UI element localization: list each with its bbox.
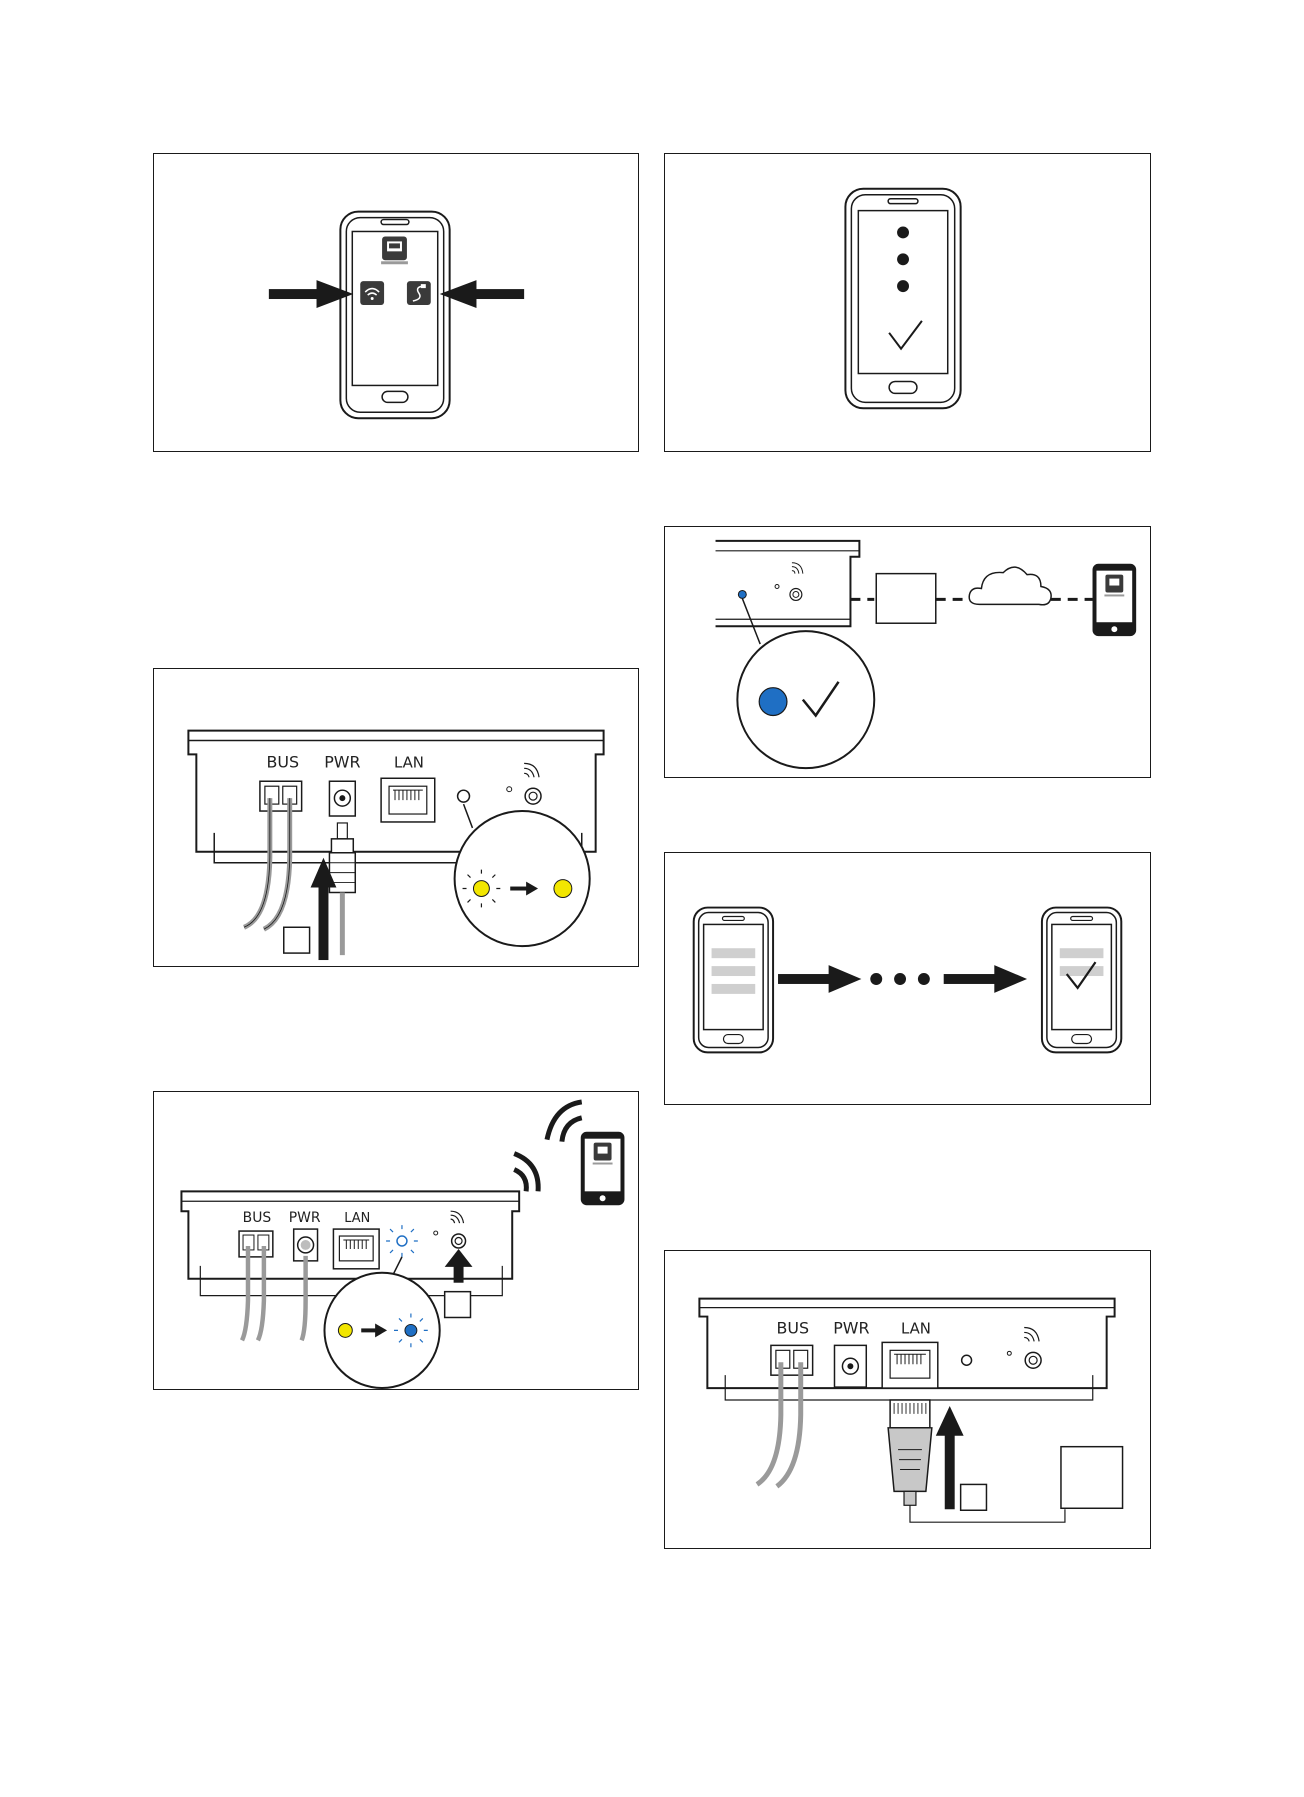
panel-lan-connect: BUS PWR LAN bbox=[664, 1250, 1151, 1549]
lan-port bbox=[333, 1229, 379, 1269]
smartphone-icon bbox=[1093, 564, 1137, 636]
lan-cable-icon[interactable] bbox=[407, 281, 431, 305]
power-socket bbox=[294, 1229, 318, 1340]
panel-wifi-pairing: BUS PWR LAN bbox=[153, 1091, 639, 1390]
bus-port bbox=[260, 781, 302, 811]
app-icon bbox=[381, 236, 408, 264]
led-icon bbox=[458, 790, 470, 802]
dot-icon bbox=[918, 973, 930, 985]
led-icon bbox=[554, 880, 572, 898]
lan-label: LAN bbox=[901, 1319, 931, 1337]
dot-icon bbox=[897, 253, 909, 265]
app-connection-choice-illustration bbox=[154, 154, 638, 451]
led-icon bbox=[759, 688, 787, 716]
dot-icon bbox=[897, 280, 909, 292]
dot-icon bbox=[870, 973, 882, 985]
lan-connect-illustration: BUS PWR LAN bbox=[665, 1251, 1150, 1548]
bus-label: BUS bbox=[776, 1318, 809, 1337]
router-icon bbox=[716, 541, 860, 626]
app-progress-done-illustration bbox=[665, 154, 1150, 451]
cloud-icon bbox=[969, 567, 1051, 605]
pwr-label: PWR bbox=[833, 1318, 869, 1337]
lan-label: LAN bbox=[344, 1211, 370, 1226]
pwr-label: PWR bbox=[289, 1210, 321, 1226]
dot-icon bbox=[894, 973, 906, 985]
arrow-icon bbox=[778, 965, 861, 993]
bus-port bbox=[771, 1345, 813, 1375]
panel-app-setup-complete bbox=[664, 852, 1151, 1105]
led-zoom-circle bbox=[455, 811, 590, 946]
smartphone-icon bbox=[845, 189, 960, 409]
smartphone-icon bbox=[1042, 908, 1121, 1053]
smartphone-icon bbox=[694, 908, 773, 1053]
pwr-label: PWR bbox=[324, 752, 360, 771]
bus-label: BUS bbox=[243, 1210, 272, 1226]
bus-port bbox=[239, 1231, 273, 1257]
internet-box bbox=[876, 574, 936, 624]
panel-app-connection-choice bbox=[153, 153, 639, 452]
step-box bbox=[445, 1292, 471, 1318]
step-box bbox=[961, 1484, 987, 1510]
lan-port bbox=[882, 1342, 938, 1388]
wifi-pairing-illustration: BUS PWR LAN bbox=[154, 1092, 638, 1389]
online-status-ok-illustration bbox=[665, 527, 1150, 777]
network-device-box bbox=[1061, 1447, 1123, 1509]
bus-label: BUS bbox=[266, 752, 299, 771]
arrow-icon bbox=[944, 965, 1027, 993]
lan-port bbox=[381, 778, 435, 822]
power-plug-icon bbox=[329, 823, 355, 955]
panel-online-status-ok bbox=[664, 526, 1151, 778]
led-zoom-circle bbox=[324, 1273, 439, 1388]
app-setup-complete-illustration bbox=[665, 853, 1150, 1104]
wifi-icon[interactable] bbox=[360, 281, 384, 305]
led-icon bbox=[962, 1355, 972, 1365]
status-zoom-circle bbox=[737, 631, 874, 768]
arrow-icon bbox=[440, 280, 524, 308]
smartphone-icon bbox=[581, 1132, 625, 1206]
power-socket bbox=[329, 781, 355, 816]
panel-app-progress-done bbox=[664, 153, 1151, 452]
arrow-icon bbox=[936, 1406, 964, 1509]
power-socket bbox=[834, 1345, 866, 1387]
dot-icon bbox=[897, 227, 909, 239]
led-icon bbox=[338, 1323, 352, 1337]
wifi-signal-icon bbox=[514, 1102, 582, 1191]
step-box bbox=[284, 927, 310, 953]
checkmark-icon bbox=[889, 321, 922, 349]
power-connect-illustration: BUS PWR LAN bbox=[154, 669, 638, 966]
lan-label: LAN bbox=[394, 753, 424, 771]
panel-power-connect: BUS PWR LAN bbox=[153, 668, 639, 967]
